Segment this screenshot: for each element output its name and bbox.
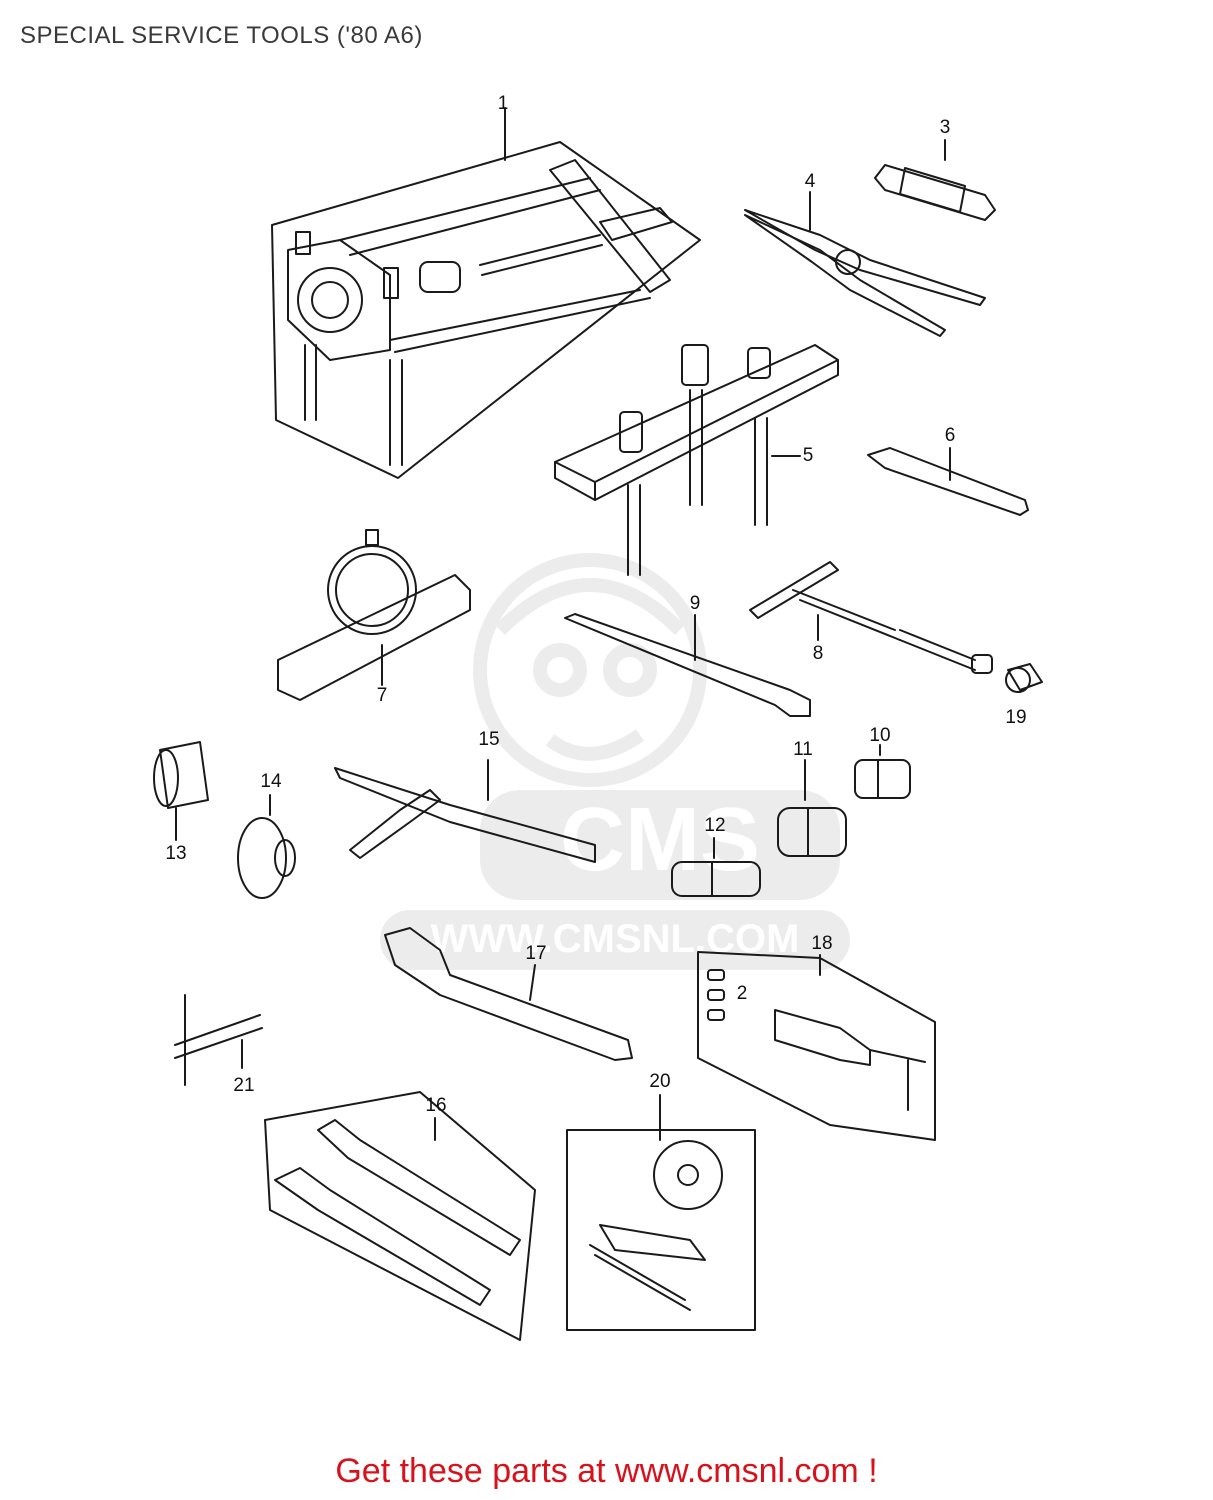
part-17-hook-wrench bbox=[384, 927, 633, 1061]
part-8-t-handle bbox=[749, 561, 993, 674]
callout-10: 10 bbox=[869, 725, 891, 746]
callout-13: 13 bbox=[165, 843, 187, 864]
part-21-t-bolt bbox=[174, 994, 263, 1086]
part-4-circlip-pliers bbox=[744, 191, 986, 337]
callout-19: 19 bbox=[1005, 707, 1027, 728]
part-5-puller-bar bbox=[554, 344, 839, 576]
part-11-driver bbox=[777, 759, 847, 857]
part-10-driver bbox=[854, 744, 911, 799]
part-12-driver bbox=[671, 837, 761, 897]
callout-11: 11 bbox=[793, 739, 813, 760]
callout-14: 14 bbox=[260, 771, 282, 792]
part-14-driver bbox=[237, 794, 296, 899]
callout-3: 3 bbox=[939, 117, 951, 138]
callout-6: 6 bbox=[944, 425, 956, 446]
get-parts-link[interactable]: Get these parts at www.cmsnl.com ! bbox=[335, 1452, 878, 1490]
callout-7: 7 bbox=[376, 685, 388, 706]
callout-17: 17 bbox=[525, 943, 547, 964]
callout-2: 2 bbox=[736, 983, 748, 1004]
part-19-adapter bbox=[1005, 663, 1043, 693]
callout-12: 12 bbox=[704, 815, 726, 836]
callout-16: 16 bbox=[425, 1095, 447, 1116]
watermark-brand: CMS bbox=[560, 790, 760, 890]
callout-15: 15 bbox=[478, 729, 500, 750]
part-7-dial-gauge bbox=[277, 529, 471, 701]
part-18-kit bbox=[697, 951, 936, 1141]
part-6-long-bolt bbox=[867, 447, 1029, 516]
part-3-handle bbox=[874, 139, 996, 221]
callout-8: 8 bbox=[812, 643, 824, 664]
callout-1: 1 bbox=[497, 93, 509, 114]
part-9-shaft bbox=[564, 613, 811, 717]
cms-watermark-logo: CMS WWW.CMSNL.COM bbox=[380, 553, 850, 970]
part-13-cup bbox=[153, 741, 209, 841]
callout-21: 21 bbox=[233, 1075, 255, 1096]
callout-5: 5 bbox=[802, 445, 814, 466]
callout-18: 18 bbox=[811, 933, 833, 954]
part-20-holder bbox=[566, 1094, 756, 1331]
part-1-bearing-puller bbox=[271, 107, 701, 479]
part-16-hook-wrenches bbox=[264, 1091, 536, 1341]
callout-9: 9 bbox=[689, 593, 701, 614]
callout-20: 20 bbox=[649, 1071, 671, 1092]
part-15-clutch-holder bbox=[334, 759, 596, 863]
callout-4: 4 bbox=[804, 171, 816, 192]
page-title: SPECIAL SERVICE TOOLS ('80 A6) bbox=[20, 22, 423, 49]
